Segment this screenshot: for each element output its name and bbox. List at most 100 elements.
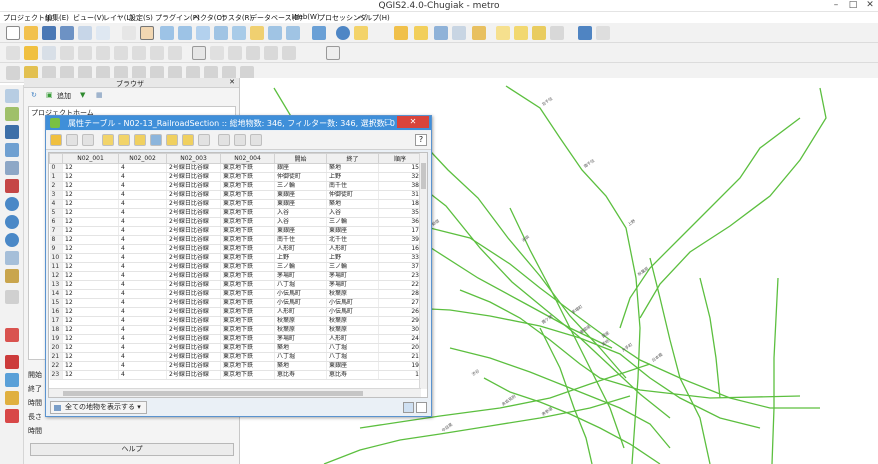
new-bookmark-icon[interactable] (514, 26, 528, 40)
table-cell[interactable]: 2号線日比谷線 (166, 208, 221, 218)
select-icon[interactable] (354, 26, 368, 40)
row-number-cell[interactable]: 2 (49, 181, 63, 191)
move-feature-icon[interactable] (78, 46, 92, 60)
table-cell[interactable]: 東京地下鉄 (220, 352, 275, 362)
table-cell[interactable]: 4 (118, 199, 167, 209)
table-cell[interactable]: 小伝馬町 (274, 289, 327, 299)
table-cell[interactable]: 2号線日比谷線 (166, 253, 221, 263)
georeferencer-icon[interactable] (5, 373, 19, 387)
pin-labels-icon[interactable] (210, 46, 224, 60)
table-cell[interactable]: 築地 (274, 343, 327, 353)
menu-settings[interactable]: 設定(S) (129, 14, 153, 22)
add-label[interactable]: 追加 (57, 92, 71, 100)
table-cell[interactable]: 4 (118, 235, 167, 245)
table-cell[interactable]: 32 (378, 172, 422, 182)
menu-database[interactable]: データベース(D) (250, 14, 303, 22)
table-cell[interactable]: 築地 (326, 163, 379, 173)
table-cell[interactable]: 16 (378, 244, 422, 254)
column-header-n02-003[interactable]: N02_003 (166, 153, 221, 164)
add-raster-layer-icon[interactable] (5, 107, 19, 121)
table-cell[interactable]: 秋葉原 (274, 325, 327, 335)
delete-selected-icon[interactable] (114, 46, 128, 60)
form-view-icon[interactable] (416, 402, 427, 413)
zoom-in-icon[interactable] (160, 26, 174, 40)
table-cell[interactable]: 東京地下鉄 (220, 307, 275, 317)
table-cell[interactable]: 2号線日比谷線 (166, 235, 221, 245)
table-cell[interactable]: 2号線日比谷線 (166, 352, 221, 362)
column-header-n02-001[interactable]: N02_001 (62, 153, 119, 164)
table-cell[interactable]: 北千住 (326, 235, 379, 245)
measure-icon[interactable] (472, 26, 486, 40)
table-cell[interactable]: 21 (378, 352, 422, 362)
move-selection-top-icon[interactable] (150, 134, 162, 146)
table-cell[interactable]: 東京地下鉄 (220, 181, 275, 191)
table-cell[interactable]: 東京地下鉄 (220, 316, 275, 326)
table-cell[interactable]: 上野 (274, 253, 327, 263)
table-cell[interactable]: 4 (118, 271, 167, 281)
new-column-icon[interactable] (218, 134, 230, 146)
table-cell[interactable]: 12 (62, 244, 119, 254)
table-cell[interactable]: 東京地下鉄 (220, 253, 275, 263)
label-icon[interactable] (192, 46, 206, 60)
table-cell[interactable]: 1 (378, 370, 422, 380)
table-cell[interactable]: 三ノ輪 (274, 262, 327, 272)
table-cell[interactable]: 人形町 (326, 334, 379, 344)
table-cell[interactable]: 南千住 (326, 181, 379, 191)
map-tips-icon[interactable] (496, 26, 510, 40)
minimize-button[interactable]: – (833, 0, 839, 10)
field-calculator-icon[interactable] (452, 26, 466, 40)
add-delimited-text-icon[interactable] (5, 251, 19, 265)
table-cell[interactable]: 銀座 (274, 163, 327, 173)
expression-select-icon[interactable] (414, 26, 428, 40)
toggle-editing-icon[interactable] (24, 46, 38, 60)
table-cell[interactable]: 4 (118, 298, 167, 308)
copy-rows-icon[interactable] (198, 134, 210, 146)
table-cell[interactable]: 4 (118, 253, 167, 263)
row-number-cell[interactable]: 11 (49, 262, 63, 272)
table-cell[interactable]: 2号線日比谷線 (166, 370, 221, 380)
table-cell[interactable]: 入谷 (274, 217, 327, 227)
csw-icon[interactable] (326, 46, 340, 60)
table-cell[interactable]: 2号線日比谷線 (166, 298, 221, 308)
zoom-layer-icon[interactable] (232, 26, 246, 40)
table-cell[interactable]: 39 (378, 235, 422, 245)
table-cell[interactable]: 秋葉原 (274, 316, 327, 326)
table-cell[interactable]: 東京地下鉄 (220, 199, 275, 209)
table-cell[interactable]: 人形町 (274, 244, 327, 254)
remove-layer-icon[interactable] (5, 328, 19, 342)
table-cell[interactable]: 27 (378, 298, 422, 308)
rotate-label-icon[interactable] (264, 46, 278, 60)
add-oracle-layer-icon[interactable] (5, 179, 19, 193)
add-feature-icon[interactable] (60, 46, 74, 60)
tree-item-project-home[interactable]: プロジェクトホーム (31, 109, 94, 117)
table-cell[interactable]: 茅場町 (274, 334, 327, 344)
row-number-cell[interactable]: 14 (49, 289, 63, 299)
table-cell[interactable]: 仲御徒町 (274, 172, 327, 182)
table-cell[interactable]: 2号線日比谷線 (166, 343, 221, 353)
table-cell[interactable]: 八丁堀 (274, 280, 327, 290)
zoom-last-icon[interactable] (268, 26, 282, 40)
table-cell[interactable]: 12 (62, 163, 119, 173)
menu-vector[interactable]: ベクタ(O) (193, 14, 225, 22)
minimize-button[interactable]: – (370, 117, 374, 126)
table-cell[interactable]: 2号線日比谷線 (166, 244, 221, 254)
refresh-icon[interactable]: ↻ (31, 91, 37, 99)
table-cell[interactable]: 4 (118, 352, 167, 362)
simplify-feature-icon[interactable] (24, 66, 38, 80)
table-cell[interactable]: 12 (62, 298, 119, 308)
table-cell[interactable]: 2号線日比谷線 (166, 280, 221, 290)
table-cell[interactable]: 東京地下鉄 (220, 244, 275, 254)
add-wms-layer-icon[interactable] (5, 197, 19, 211)
fill-ring-icon[interactable] (78, 66, 92, 80)
table-cell[interactable]: 30 (378, 325, 422, 335)
